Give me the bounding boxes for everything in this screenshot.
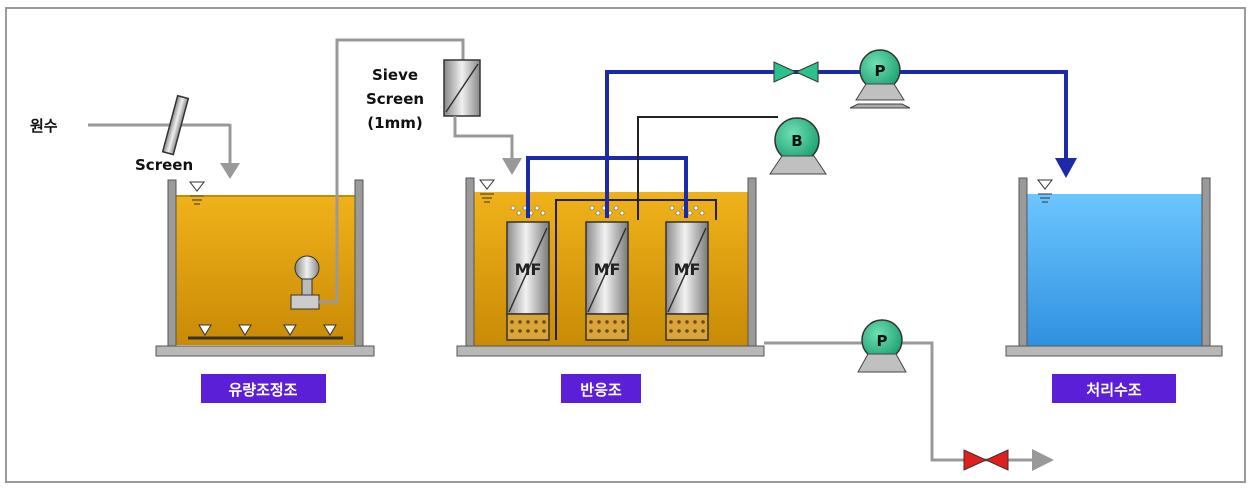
mf-module: MF bbox=[585, 205, 629, 341]
mf-module-label: MF bbox=[674, 260, 701, 279]
mf-modules: MF MF MF bbox=[506, 205, 709, 341]
blower-line bbox=[637, 116, 778, 200]
diagram-frame bbox=[5, 7, 1246, 483]
treated-label-bg bbox=[1052, 374, 1176, 403]
treated-water-tank bbox=[1005, 177, 1223, 357]
blower-icon[interactable]: B bbox=[769, 117, 827, 175]
sieve-screen-icon bbox=[443, 59, 481, 117]
sludge-pump-label: P bbox=[877, 332, 888, 350]
mf-module-label: MF bbox=[515, 260, 542, 279]
sludge-valve-icon[interactable] bbox=[963, 449, 1009, 471]
blower-label: B bbox=[791, 132, 802, 150]
mf-module-label: MF bbox=[594, 260, 621, 279]
sludge-discharge-line bbox=[902, 341, 1034, 462]
permeate-valve-icon[interactable] bbox=[773, 61, 819, 83]
sieve-label-2: Screen bbox=[366, 90, 424, 108]
equalization-label: 유량조정조 bbox=[228, 381, 297, 399]
sludge-discharge-arrow bbox=[1032, 449, 1054, 471]
permeate-pump-icon[interactable]: P bbox=[849, 49, 911, 109]
permeate-pump-label: P bbox=[875, 62, 886, 80]
raw-water-label: 원수 bbox=[30, 117, 58, 135]
mf-module: MF bbox=[506, 205, 550, 341]
diffuser-icons bbox=[198, 324, 337, 336]
permeate-arrow bbox=[1055, 158, 1077, 178]
water-level-icon bbox=[188, 181, 206, 192]
air-header-pipe bbox=[555, 199, 717, 340]
sieve-label-1: Sieve bbox=[372, 66, 418, 84]
reactor-label: 반응조 bbox=[580, 381, 622, 399]
mf-module: MF bbox=[665, 205, 709, 341]
sieve-outlet-pipe bbox=[453, 116, 514, 160]
equalization-label-bg bbox=[201, 374, 326, 403]
treated-label: 처리수조 bbox=[1086, 381, 1141, 399]
submersible-pump-icon bbox=[290, 255, 320, 310]
permeate-line bbox=[605, 70, 1068, 218]
sludge-pump-icon[interactable]: P bbox=[857, 319, 907, 373]
raw-water-arrow bbox=[220, 163, 240, 179]
bar-screen bbox=[161, 94, 190, 156]
transfer-pipe bbox=[319, 38, 465, 304]
sieve-label-3: (1mm) bbox=[367, 114, 422, 132]
reactor-label-bg bbox=[561, 374, 641, 403]
water-level-icon bbox=[478, 179, 496, 190]
sieve-outlet-arrow bbox=[502, 158, 522, 175]
equalization-tank bbox=[155, 38, 465, 357]
screen-label: Screen bbox=[135, 156, 193, 174]
water-level-icon bbox=[1036, 179, 1054, 190]
